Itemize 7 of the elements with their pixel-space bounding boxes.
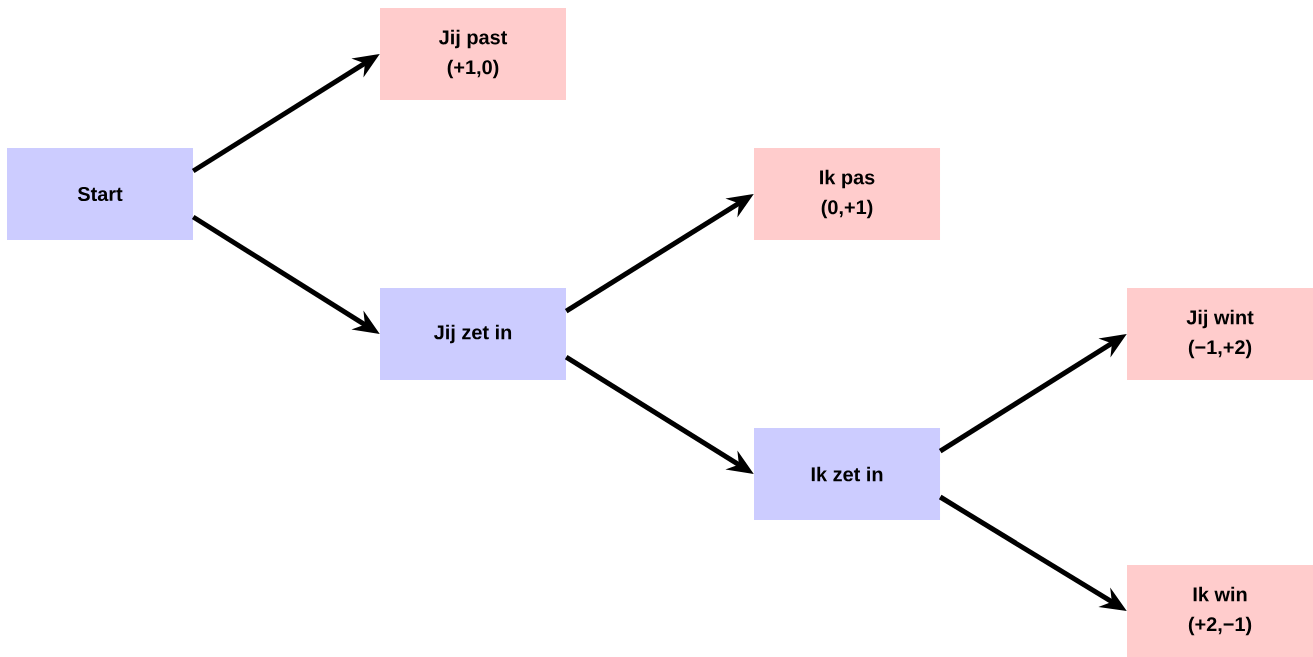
- move-box: Ik zet in: [754, 428, 940, 520]
- outcome-box: Ik win (+2,−1): [1127, 565, 1313, 657]
- outcome-box: Ik pas (0,+1): [754, 148, 940, 240]
- outcome-box: Jij wint (−1,+2): [1127, 288, 1313, 380]
- move-box: Jij zet in: [380, 288, 566, 380]
- move-box: Start: [7, 148, 193, 240]
- outcome-box: Jij past (+1,0): [380, 8, 566, 100]
